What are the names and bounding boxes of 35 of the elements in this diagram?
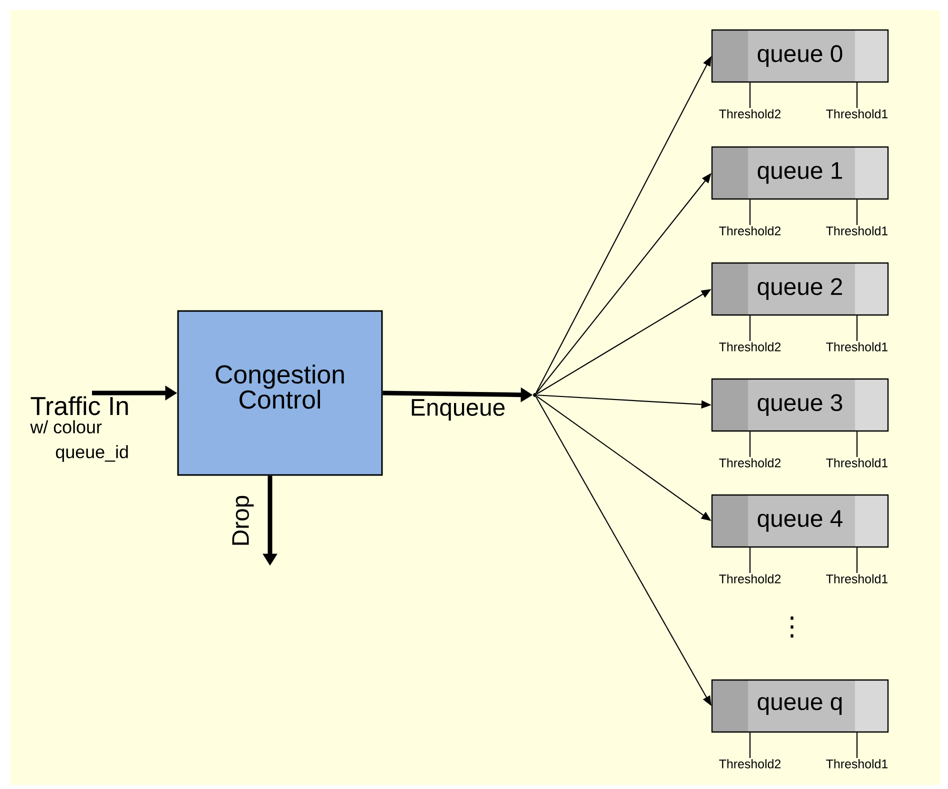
leader-line — [856, 316, 858, 341]
threshold-label: Threshold1 — [826, 759, 888, 768]
edge-label: Enqueue — [408, 398, 507, 422]
leader-line — [749, 82, 751, 108]
queue-box: queue 1 — [711, 146, 889, 200]
threshold-label: Threshold2 — [719, 458, 781, 468]
threshold-label: Threshold2 — [719, 226, 781, 236]
threshold-label: Threshold2 — [719, 109, 781, 118]
process-box: Congestion Control — [177, 310, 383, 476]
leader-line — [749, 548, 751, 573]
queue-box: queue 2 — [711, 262, 889, 316]
leader-line — [749, 432, 751, 457]
ellipsis: ⋮ — [790, 616, 794, 638]
leader-line — [856, 200, 858, 225]
leader-line — [856, 732, 858, 758]
queue-box: queue q — [711, 679, 889, 733]
threshold-label: Threshold2 — [719, 574, 781, 584]
queue-box: queue 3 — [711, 378, 889, 432]
leader-line — [856, 432, 858, 457]
threshold-label: Threshold1 — [826, 574, 888, 584]
threshold-label: Threshold2 — [719, 342, 781, 352]
threshold-label: Threshold1 — [826, 458, 888, 468]
threshold-label: Threshold1 — [826, 226, 888, 236]
edge-label: Drop — [231, 494, 255, 548]
queue-box: queue 4 — [711, 494, 889, 548]
queue-box: queue 0 — [711, 29, 889, 83]
leader-line — [749, 316, 751, 341]
threshold-label: Threshold1 — [826, 342, 888, 352]
threshold-label: Threshold1 — [826, 109, 888, 118]
text-label: Traffic In w/ colour queue_id — [30, 396, 128, 462]
leader-line — [856, 82, 858, 108]
leader-line — [856, 548, 858, 573]
leader-line — [749, 200, 751, 225]
leader-line — [749, 732, 751, 758]
threshold-label: Threshold2 — [719, 759, 781, 768]
